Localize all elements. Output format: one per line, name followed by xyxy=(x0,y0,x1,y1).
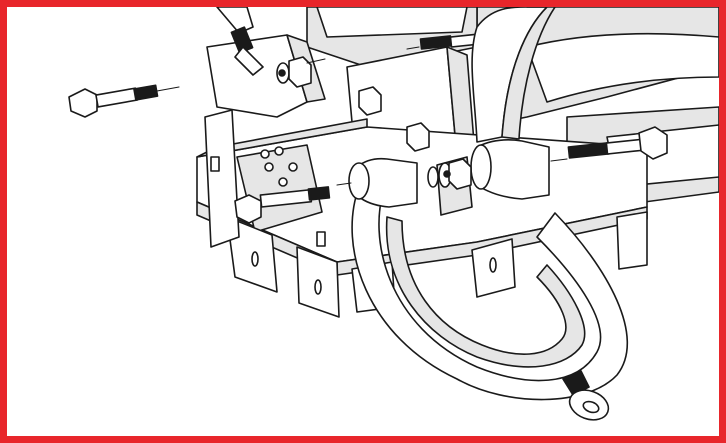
exploded-assembly-diagram xyxy=(68,7,719,421)
hex-nut-center xyxy=(336,158,472,190)
u-bar-collars xyxy=(348,139,550,216)
hex-nut-upper xyxy=(276,56,312,88)
hex-bolt-upper-left xyxy=(306,58,430,152)
side-bracket xyxy=(204,109,326,248)
hex-bolt-top-right xyxy=(406,33,481,50)
eye-bolt xyxy=(562,370,610,421)
hex-bolt-left xyxy=(68,84,180,118)
tow-u-bar xyxy=(351,7,628,401)
hex-bolt-center xyxy=(234,186,331,224)
hex-bolt-right xyxy=(550,126,668,162)
hydraulic-hose-fitting xyxy=(216,7,264,76)
